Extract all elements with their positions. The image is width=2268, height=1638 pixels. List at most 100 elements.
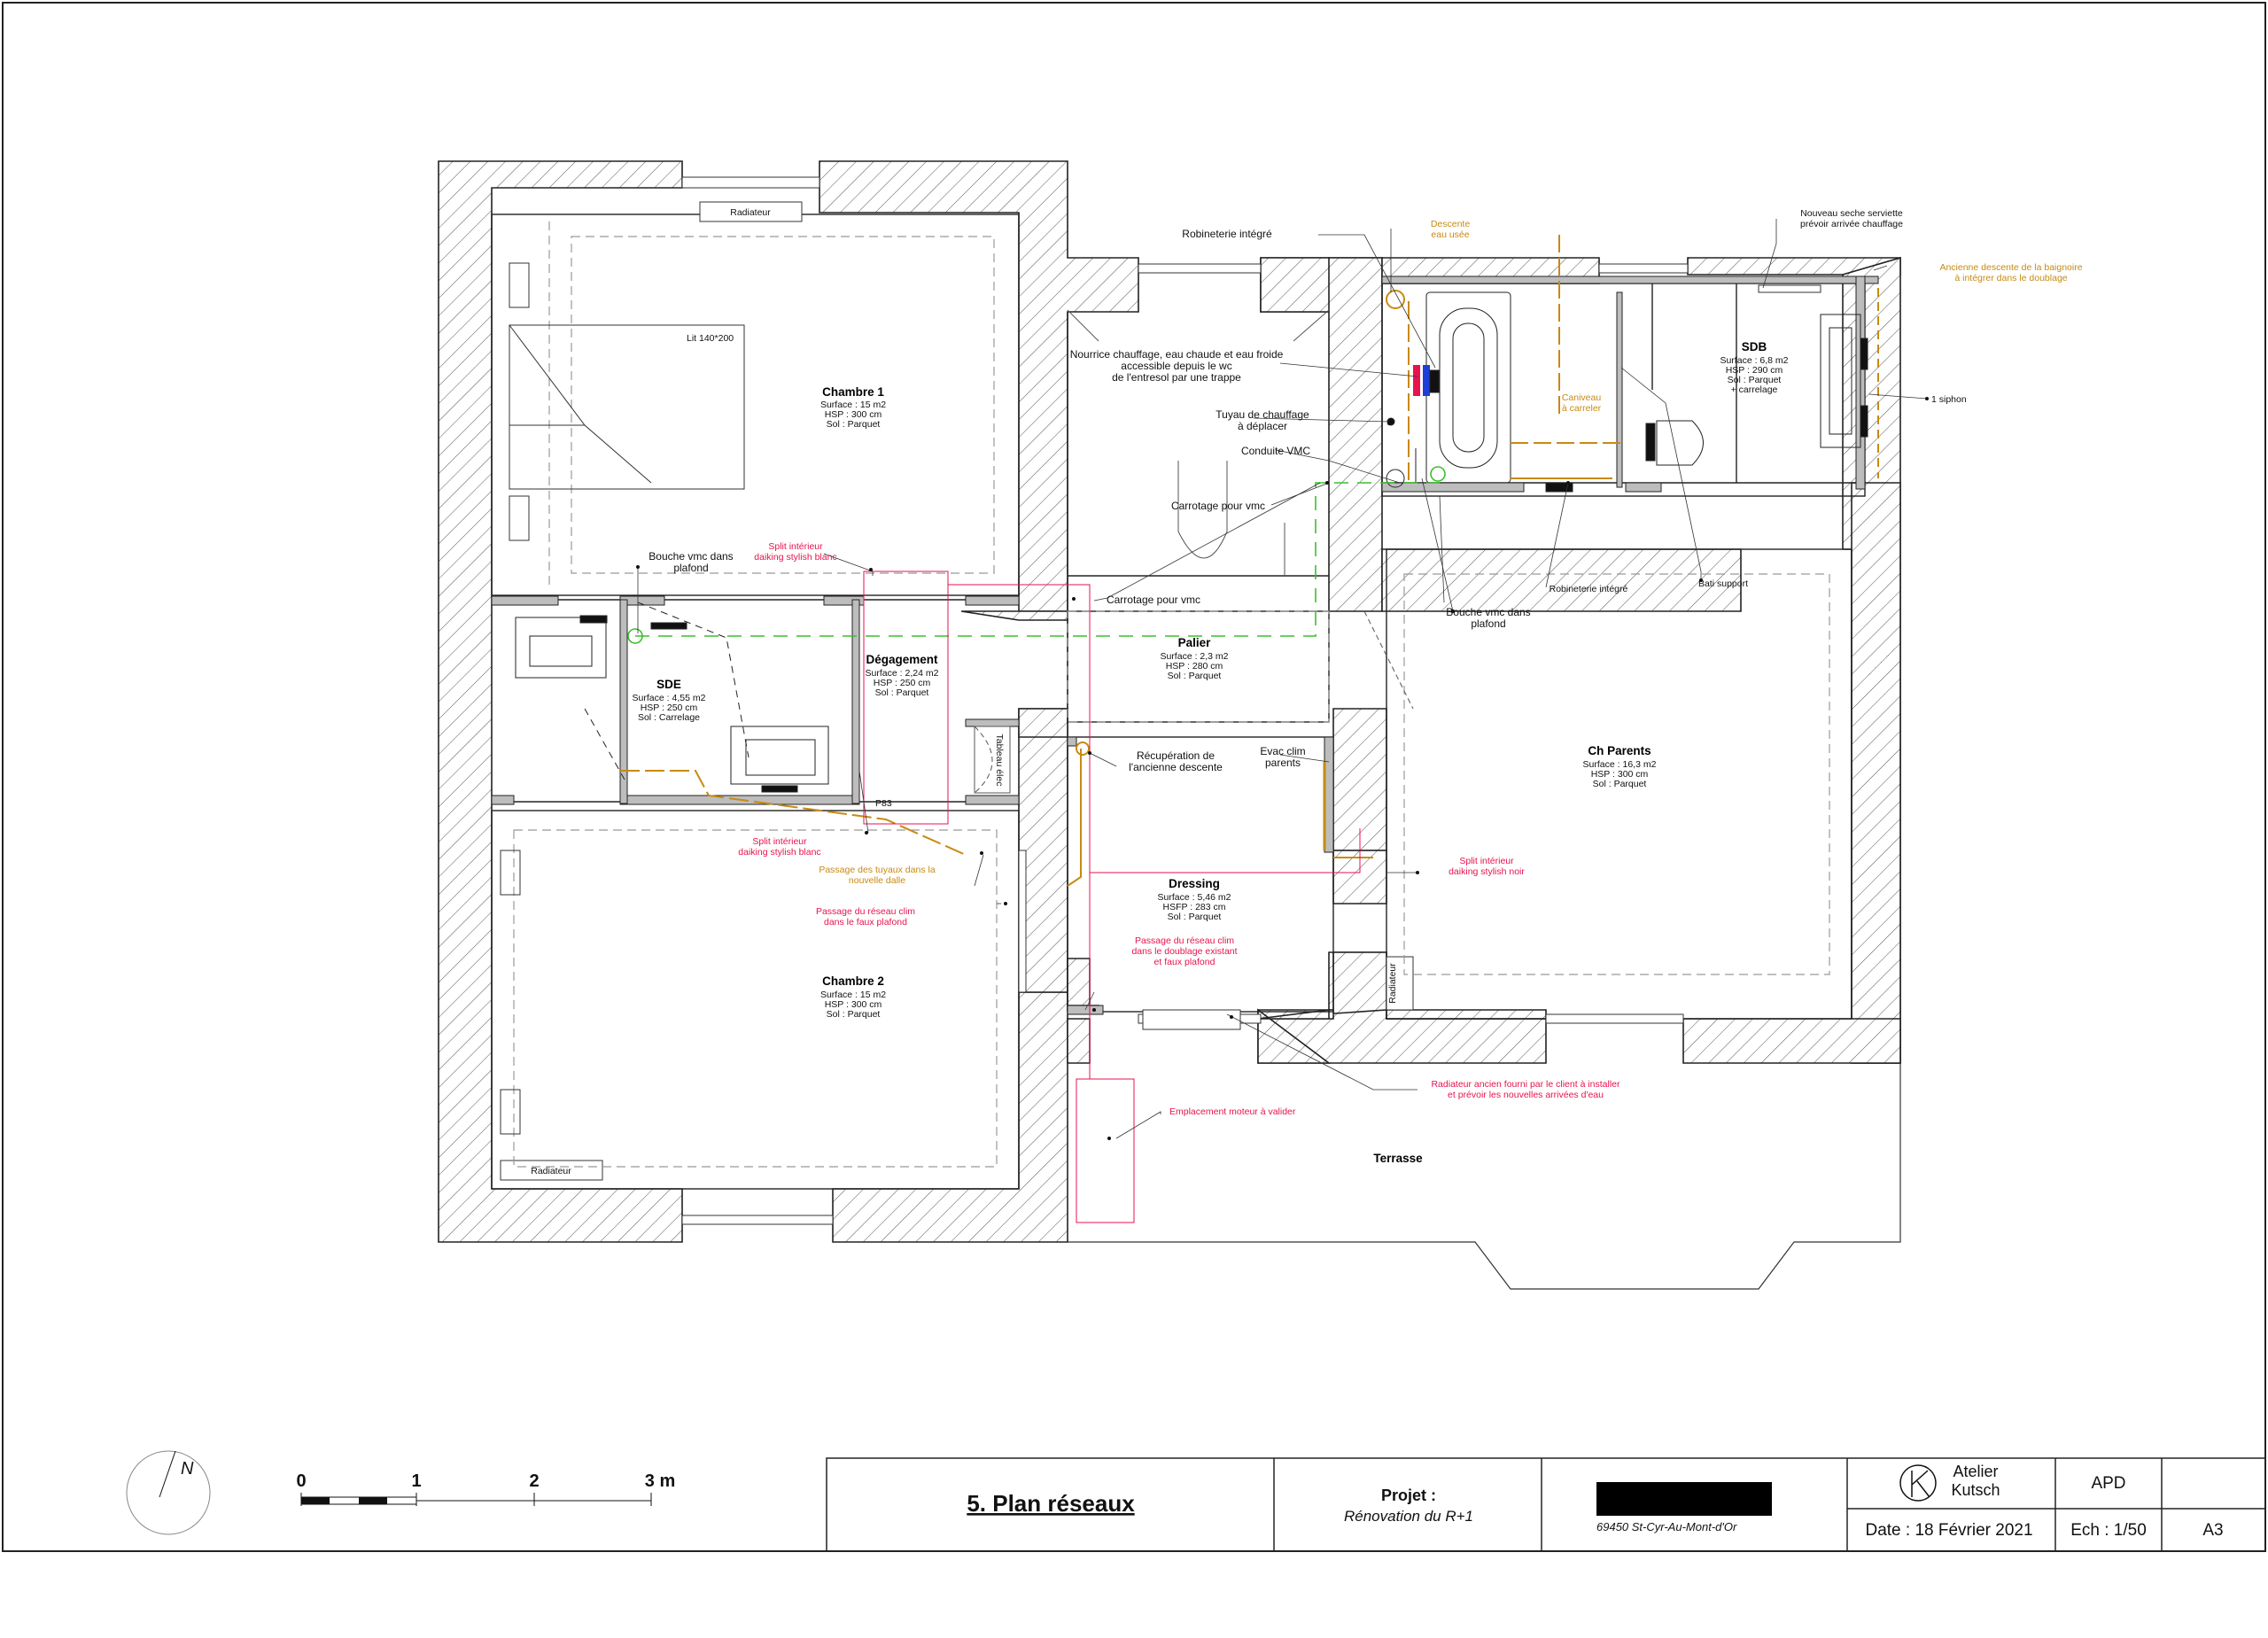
redacted-client bbox=[1596, 1482, 1772, 1516]
nourrice-line1: Nourrice chauffage, eau chaude et eau fr… bbox=[1070, 348, 1284, 361]
svg-text:Surface : 15 m2: Surface : 15 m2 bbox=[820, 400, 886, 410]
caniveau-line1: Caniveau bbox=[1562, 392, 1602, 403]
projet-label: Projet : bbox=[1381, 1487, 1436, 1504]
svg-text:Surface : 16,3 m2: Surface : 16,3 m2 bbox=[1583, 759, 1657, 770]
room-sdb: SDB Surface : 6,8 m2 HSP : 290 cm Sol : … bbox=[1720, 340, 1788, 395]
annotations-red: Split intérieur daiking stylish blanc Sp… bbox=[738, 541, 1620, 1117]
room-chambre2: Chambre 2 Surface : 15 m2 HSP : 300 cm S… bbox=[820, 974, 886, 1020]
svg-text:Surface : 2,3 m2: Surface : 2,3 m2 bbox=[1160, 651, 1228, 662]
dashed-zones bbox=[513, 221, 1830, 1168]
radiators bbox=[500, 201, 1821, 1181]
carrotage-vmc-2: Carrotage pour vmc bbox=[1107, 594, 1200, 606]
terrasse-outline bbox=[1067, 1063, 1901, 1290]
bouche-vmc-2-line1: Bouche vmc dans bbox=[1446, 606, 1530, 618]
split-blanc-2-line1: Split intérieur bbox=[752, 836, 807, 847]
scale-tick-0: 0 bbox=[296, 1471, 306, 1491]
clim-network bbox=[863, 571, 1361, 1223]
phase: APD bbox=[2091, 1474, 2125, 1493]
bouche-vmc-2-line2: plafond bbox=[1471, 617, 1505, 630]
scale-tick-3: 3 m bbox=[645, 1471, 675, 1491]
passage-tuyaux-line2: nouvelle dalle bbox=[849, 875, 905, 886]
split-noir-line2: daiking stylish noir bbox=[1449, 866, 1525, 877]
carrotage-vmc-1: Carrotage pour vmc bbox=[1171, 500, 1265, 512]
room-palier: Palier Surface : 2,3 m2 HSP : 280 cm Sol… bbox=[1160, 636, 1228, 681]
svg-text:Surface : 5,46 m2: Surface : 5,46 m2 bbox=[1158, 892, 1231, 903]
svg-text:HSP : 280 cm: HSP : 280 cm bbox=[1166, 661, 1223, 672]
svg-text:+ carrelage: + carrelage bbox=[1731, 384, 1778, 395]
seche-line1: Nouveau seche serviette bbox=[1800, 208, 1903, 219]
scale-tick-1: 1 bbox=[411, 1471, 421, 1491]
svg-text:SDE: SDE bbox=[656, 678, 681, 691]
scale-tick-2: 2 bbox=[529, 1471, 539, 1491]
room-terrasse: Terrasse bbox=[1373, 1152, 1423, 1165]
svg-text:Sol : Parquet: Sol : Parquet bbox=[1728, 375, 1782, 385]
svg-text:HSP : 250 cm: HSP : 250 cm bbox=[874, 678, 931, 688]
svg-text:Dressing: Dressing bbox=[1169, 877, 1220, 890]
sde-fixtures bbox=[515, 602, 829, 793]
echelle: Ech : 1/50 bbox=[2070, 1521, 2147, 1540]
format: A3 bbox=[2202, 1521, 2223, 1540]
baignoire-line2: à intégrer dans le doublage bbox=[1954, 273, 2067, 283]
radiateur-label-bottom: Radiateur bbox=[531, 1166, 571, 1176]
bati-support: Bati support bbox=[1698, 578, 1748, 589]
svg-text:Surface : 6,8 m2: Surface : 6,8 m2 bbox=[1720, 355, 1788, 366]
svg-text:Dégagement: Dégagement bbox=[866, 653, 938, 666]
firm-name-line2: Kutsch bbox=[1951, 1481, 2000, 1499]
bed-label: Lit 140*200 bbox=[687, 333, 734, 344]
passage-clim-2-line3: et faux plafond bbox=[1154, 957, 1216, 967]
projet-name: Rénovation du R+1 bbox=[1344, 1508, 1473, 1525]
svg-text:Surface : 2,24 m2: Surface : 2,24 m2 bbox=[866, 668, 939, 679]
seche-line2: prévoir arrivée chauffage bbox=[1800, 219, 1903, 229]
siphon-label: 1 siphon bbox=[1931, 394, 1967, 405]
annotations-orange: Descente eau usée Caniveau à carreler An… bbox=[819, 219, 2082, 886]
passage-tuyaux-line1: Passage des tuyaux dans la bbox=[819, 865, 935, 875]
project-address: 69450 St-Cyr-Au-Mont-d'Or bbox=[1596, 1520, 1737, 1533]
tableau-elec-label: Tableau élec bbox=[994, 734, 1005, 787]
svg-text:Sol : Parquet: Sol : Parquet bbox=[827, 1009, 881, 1020]
plan-title: 5. Plan réseaux bbox=[967, 1490, 1135, 1517]
svg-text:Sol : Parquet: Sol : Parquet bbox=[1168, 671, 1222, 681]
robineterie-2: Robineterie intégré bbox=[1550, 584, 1628, 594]
svg-text:Sol : Parquet: Sol : Parquet bbox=[875, 687, 929, 698]
title-block bbox=[826, 1457, 2266, 1552]
svg-text:Palier: Palier bbox=[1178, 636, 1212, 649]
room-dressing: Dressing Surface : 5,46 m2 HSFP : 283 cm… bbox=[1158, 877, 1231, 922]
nourrice-line3: de l'entresol par une trappe bbox=[1112, 371, 1241, 384]
room-sde: SDE Surface : 4,55 m2 HSP : 250 cm Sol :… bbox=[633, 678, 706, 723]
firm-name-line1: Atelier bbox=[1953, 1463, 1998, 1480]
svg-text:HSP : 300 cm: HSP : 300 cm bbox=[825, 409, 882, 420]
passage-clim-line2: dans le faux plafond bbox=[824, 917, 907, 928]
passage-clim-line1: Passage du réseau clim bbox=[816, 906, 915, 917]
svg-text:Chambre 2: Chambre 2 bbox=[822, 974, 884, 988]
nourrice-line2: accessible depuis le wc bbox=[1121, 360, 1231, 372]
svg-text:HSFP : 283 cm: HSFP : 283 cm bbox=[1163, 902, 1226, 912]
p83-label: P83 bbox=[875, 798, 892, 809]
scale-bar: 0 1 2 3 m bbox=[296, 1471, 675, 1506]
passage-clim-2-line2: dans le doublage existant bbox=[1131, 946, 1237, 957]
windows bbox=[681, 176, 1689, 1225]
svg-text:Sol : Parquet: Sol : Parquet bbox=[1593, 779, 1647, 789]
radiateur-label-top: Radiateur bbox=[730, 207, 771, 218]
evac-network bbox=[620, 235, 1879, 887]
descente-line2: eau usée bbox=[1431, 229, 1469, 240]
bed bbox=[509, 324, 745, 490]
recuperation-line2: l'ancienne descente bbox=[1129, 761, 1223, 773]
passage-clim-2-line1: Passage du réseau clim bbox=[1135, 935, 1234, 946]
sdb-fixtures bbox=[1386, 291, 1868, 493]
tuyau-line2: à déplacer bbox=[1238, 420, 1287, 432]
svg-text:HSP : 300 cm: HSP : 300 cm bbox=[1591, 769, 1649, 780]
svg-text:Surface : 15 m2: Surface : 15 m2 bbox=[820, 990, 886, 1000]
svg-text:Surface : 4,55 m2: Surface : 4,55 m2 bbox=[633, 693, 706, 703]
svg-text:HSP : 290 cm: HSP : 290 cm bbox=[1726, 365, 1783, 376]
bedside-tables bbox=[500, 262, 530, 1135]
emplacement-moteur: Emplacement moteur à valider bbox=[1169, 1106, 1296, 1117]
room-chparents: Ch Parents Surface : 16,3 m2 HSP : 300 c… bbox=[1583, 744, 1657, 789]
leader-dots bbox=[636, 397, 1929, 1140]
caniveau-line2: à carreler bbox=[1562, 403, 1602, 414]
split-blanc-1-line1: Split intérieur bbox=[768, 541, 823, 552]
robineterie-1: Robineterie intégré bbox=[1182, 228, 1272, 240]
recuperation-line1: Récupération de bbox=[1137, 749, 1215, 762]
room-name: Chambre 1 bbox=[822, 385, 884, 399]
firm-logo bbox=[1899, 1464, 1937, 1502]
radiateur-label-right: Radiateur bbox=[1387, 963, 1398, 1004]
